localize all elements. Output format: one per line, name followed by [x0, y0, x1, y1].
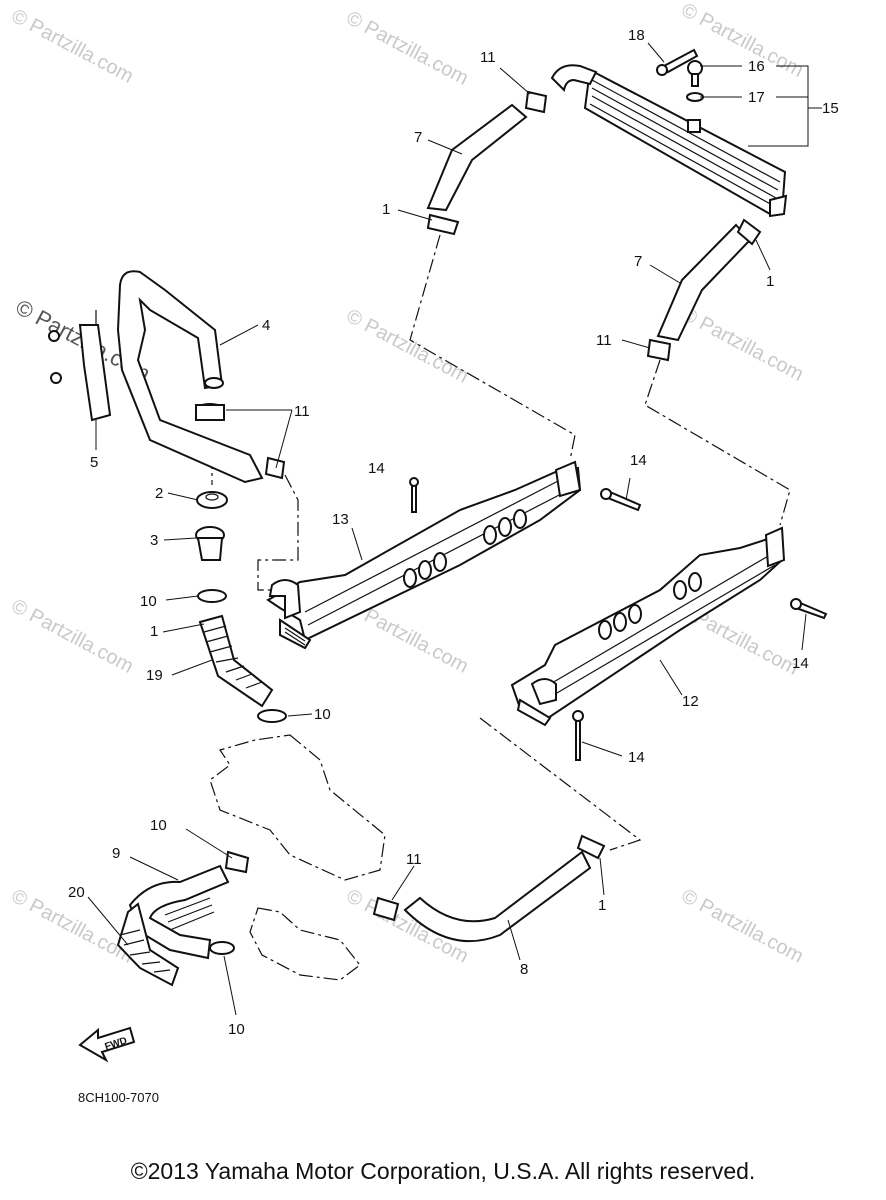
oil-cooler-assembly [550, 64, 788, 218]
hose-7-left [426, 103, 528, 212]
callout-11-right: 11 [596, 332, 612, 349]
callout-1-mid: 1 [150, 623, 158, 640]
bolt-18 [656, 48, 699, 76]
bolt-16 [687, 60, 703, 87]
engine-outline [209, 734, 386, 981]
hose-19 [198, 614, 274, 708]
bolt-14-d [572, 710, 584, 761]
callout-3: 3 [150, 532, 158, 549]
hose-8 [403, 850, 592, 943]
callout-11-top: 11 [480, 49, 496, 66]
watermark: © Partzilla.com [343, 7, 472, 90]
side-radiator-13 [266, 460, 582, 650]
callout-2: 2 [155, 485, 163, 502]
copyright-notice: ©2013 Yamaha Motor Corporation, U.S.A. A… [130, 1158, 756, 1184]
callout-20: 20 [68, 884, 85, 901]
watermark: © Partzilla.com [678, 885, 807, 968]
bolt-14-b [600, 488, 642, 512]
callout-16: 16 [748, 58, 765, 75]
leader-lines [87, 42, 822, 1016]
thermostat-3 [195, 526, 225, 561]
callout-numbers: 18 16 17 15 11 7 1 7 1 11 4 11 5 2 3 10 … [68, 27, 839, 1038]
bracket-5 [48, 324, 112, 422]
callout-1-bottom: 1 [598, 897, 606, 914]
watermark: © Partzilla.com [343, 305, 472, 388]
side-radiator-12 [510, 526, 786, 727]
watermark: © Partzilla.com [8, 595, 137, 678]
callout-7-right: 7 [634, 253, 642, 270]
clamp-10-c [224, 850, 250, 874]
callout-10-c: 10 [150, 817, 167, 834]
clamp-1-top-right [736, 218, 762, 246]
clamp-11-left-pipe [264, 456, 286, 480]
callout-1-top-left: 1 [382, 201, 390, 218]
callout-13: 13 [332, 511, 349, 528]
diagram-code: 8CH100-7070 [78, 1090, 159, 1105]
callout-11-left: 11 [294, 403, 310, 420]
callout-12: 12 [682, 693, 699, 710]
clamp-10-b [257, 709, 287, 723]
callout-15: 15 [822, 100, 839, 117]
clamp-11-bottom [372, 896, 400, 922]
hose-20 [116, 897, 215, 987]
callout-14-a: 14 [368, 460, 385, 477]
callout-8: 8 [520, 961, 528, 978]
callout-19: 19 [146, 667, 163, 684]
clamp-1-top-left [426, 213, 460, 236]
callout-10-d: 10 [228, 1021, 245, 1038]
fwd-arrow-icon: FWD [78, 1026, 136, 1063]
callout-1-top-right: 1 [766, 273, 774, 290]
callout-10-a: 10 [140, 593, 157, 610]
pipe-4 [116, 270, 264, 484]
callout-9: 9 [112, 845, 120, 862]
bolt-14-a [409, 477, 419, 513]
callout-14-d: 14 [628, 749, 645, 766]
clamp-10-d [209, 941, 235, 955]
callout-18: 18 [628, 27, 645, 44]
callout-14-b: 14 [630, 452, 647, 469]
watermark: © Partzilla.com [678, 303, 807, 386]
pipe-9 [128, 864, 230, 960]
clamp-11-top [524, 90, 548, 114]
callout-5: 5 [90, 454, 98, 471]
clamp-1-bottom [576, 834, 606, 860]
clamp-11-left [195, 403, 225, 421]
watermark: © Partzilla.com [8, 5, 137, 88]
callout-14-c: 14 [792, 655, 809, 672]
callout-10-b: 10 [314, 706, 331, 723]
bolt-14-c [790, 598, 828, 620]
clamp-10-a [197, 589, 227, 603]
callout-7-left: 7 [414, 129, 422, 146]
clamp-11-right [646, 338, 672, 362]
callout-11-bottom: 11 [406, 851, 422, 868]
callout-17: 17 [748, 89, 765, 106]
callout-4: 4 [262, 317, 270, 334]
thermostat-cap-2 [196, 491, 228, 509]
